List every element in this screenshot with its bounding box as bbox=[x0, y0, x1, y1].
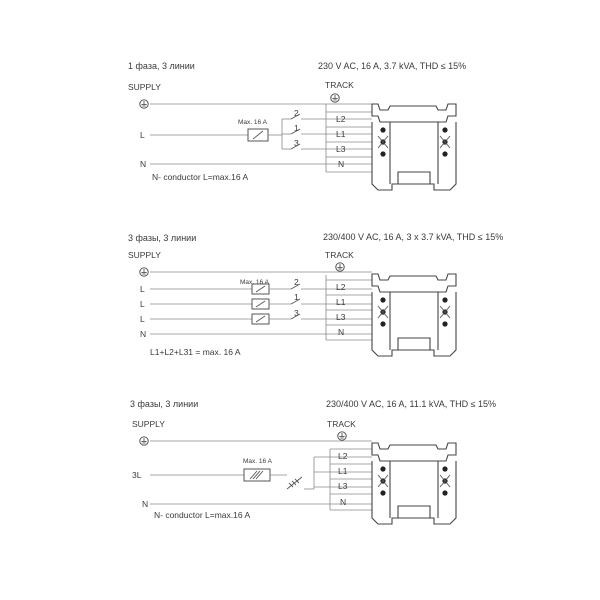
panel-1-input-l: L bbox=[140, 130, 145, 140]
panel-1: 1 фаза, 3 линии 230 V AC, 16 A, 3.7 kVA,… bbox=[128, 61, 466, 191]
panel-1-breaker-icon bbox=[247, 128, 269, 142]
panel-1-supply-ground-icon bbox=[139, 99, 149, 109]
panel-3-phase-title: 3 фазы, 3 линии bbox=[130, 399, 198, 409]
panel-3-input-3l: 3L bbox=[132, 470, 142, 480]
panel-2-rail-l3: L3 bbox=[336, 312, 346, 322]
panel-1-switch-2-number: 2 bbox=[294, 108, 299, 118]
panel-1-switch-3-icon bbox=[290, 143, 301, 150]
panel-1-switch-3-number: 3 bbox=[294, 138, 299, 148]
panel-1-phase-title: 1 фаза, 3 линии bbox=[128, 61, 195, 71]
panel-3-breaker-label: Max. 16 A bbox=[243, 458, 273, 465]
panel-2-input-l3: L bbox=[140, 314, 145, 324]
panel-2-breaker-3-icon bbox=[251, 313, 270, 325]
panel-1-rail-l1: L1 bbox=[336, 129, 346, 139]
panel-1-note: N- conductor L=max.16 A bbox=[152, 172, 248, 182]
panel-2-note: L1+L2+L31 = max. 16 A bbox=[150, 347, 241, 357]
panel-1-track-label: TRACK bbox=[325, 80, 354, 90]
panel-2-input-n: N bbox=[140, 329, 146, 339]
panel-2-switch-1-number: 1 bbox=[294, 292, 299, 302]
panel-2-track-ground-icon bbox=[335, 262, 345, 272]
panel-1-track-profile-icon bbox=[371, 103, 457, 191]
panel-2-breaker-1-icon bbox=[251, 283, 270, 295]
panel-2-track-profile-icon bbox=[371, 273, 457, 357]
panel-3-track-ground-icon bbox=[337, 431, 347, 441]
panel-3-spec: 230/400 V AC, 16 A, 11.1 kVA, THD ≤ 15% bbox=[326, 399, 496, 409]
panel-1-input-n: N bbox=[140, 159, 146, 169]
panel-3-rail-l2: L2 bbox=[338, 451, 348, 461]
panel-3-track-label: TRACK bbox=[327, 419, 356, 429]
panel-3-rail-l1: L1 bbox=[338, 466, 348, 476]
panel-2-rail-l2: L2 bbox=[336, 282, 346, 292]
panel-3-note: N- conductor L=max.16 A bbox=[154, 510, 250, 520]
panel-1-spec: 230 V AC, 16 A, 3.7 kVA, THD ≤ 15% bbox=[318, 61, 466, 71]
panel-2-supply-label: SUPPLY bbox=[128, 250, 161, 260]
panel-2-input-l2: L bbox=[140, 299, 145, 309]
panel-3-breaker-icon bbox=[243, 468, 271, 482]
panel-3: 3 фазы, 3 линии 230/400 V AC, 16 A, 11.1… bbox=[130, 399, 496, 525]
panel-2-rail-n: N bbox=[338, 327, 344, 337]
panel-1-rail-n: N bbox=[338, 159, 344, 169]
panel-3-switch-icon bbox=[286, 476, 303, 490]
panel-1-switch-2-icon bbox=[290, 113, 301, 120]
panel-1-supply-label: SUPPLY bbox=[128, 82, 161, 92]
panel-2-track-label: TRACK bbox=[325, 250, 354, 260]
panel-1-rail-l3: L3 bbox=[336, 144, 346, 154]
panel-3-input-n: N bbox=[142, 499, 148, 509]
panel-2-input-l1: L bbox=[140, 284, 145, 294]
panel-2-breaker-label: Max. 16 A bbox=[240, 279, 270, 286]
panel-2-rail-l1: L1 bbox=[336, 297, 346, 307]
panel-2-switch-2-icon bbox=[290, 283, 301, 290]
panel-3-track-profile-icon bbox=[371, 442, 457, 525]
panel-2-spec: 230/400 V AC, 16 A, 3 x 3.7 kVA, THD ≤ 1… bbox=[323, 232, 503, 242]
panel-2-switch-2-number: 2 bbox=[294, 277, 299, 287]
panel-2-switch-1-icon bbox=[290, 298, 301, 305]
panel-3-supply-ground-icon bbox=[139, 436, 149, 446]
panel-1-switch-1-number: 1 bbox=[294, 123, 299, 133]
panel-2-switch-3-number: 3 bbox=[294, 308, 299, 318]
panel-3-rail-l3: L3 bbox=[338, 481, 348, 491]
panel-1-breaker-label: Max. 16 A bbox=[238, 119, 268, 126]
panel-2-breaker-2-icon bbox=[251, 298, 270, 310]
panel-1-track-ground-icon bbox=[330, 93, 340, 103]
panel-1-switch-1-icon bbox=[290, 128, 301, 135]
panel-3-rail-n: N bbox=[340, 497, 346, 507]
panel-1-rail-l2: L2 bbox=[336, 114, 346, 124]
panel-2: 3 фазы, 3 линии 230/400 V AC, 16 A, 3 x … bbox=[128, 232, 503, 357]
panel-2-supply-ground-icon bbox=[139, 267, 149, 277]
panel-3-supply-label: SUPPLY bbox=[132, 419, 165, 429]
panel-2-switch-3-icon bbox=[290, 313, 301, 320]
panel-2-phase-title: 3 фазы, 3 линии bbox=[128, 233, 196, 243]
